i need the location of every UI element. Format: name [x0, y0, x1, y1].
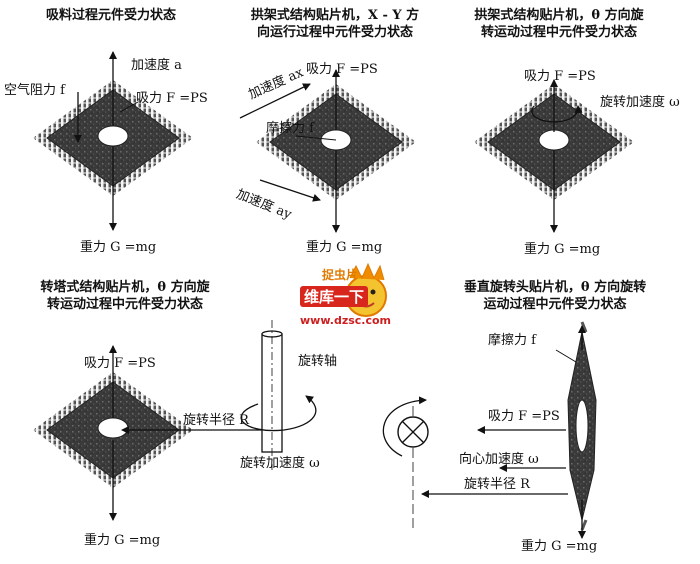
panel3-rotation-arrow	[531, 105, 583, 123]
panel4-title-line1: 转塔式结构贴片机，θ 方向旋	[40, 280, 210, 295]
watermark-brand: 维库一下	[300, 286, 369, 307]
watermark-url: www.dzsc.com	[300, 314, 392, 327]
panel5-rotation-center	[397, 416, 429, 448]
panel3-gravity-label: 重力 G =mg	[524, 242, 601, 257]
panel3-rot-accel-label: 旋转加速度 ω	[600, 95, 680, 110]
panel5-rotation-arrow	[382, 396, 427, 457]
panel1-air-resistance-label: 空气阻力 f	[4, 83, 65, 98]
panel5-title-line1: 垂直旋转头贴片机，θ 方向旋转	[463, 280, 647, 295]
panel5-suction-label: 吸力 F =PS	[488, 409, 560, 424]
panel5-radius-label: 旋转半径 R	[464, 477, 530, 492]
panel5-friction-line	[555, 349, 577, 363]
panel2-title-line1: 拱架式结构贴片机，X - Y 方	[250, 8, 420, 23]
panel2-title-line2: 向运行过程中元件受力状态	[256, 25, 413, 40]
panel5-chip-edge	[567, 321, 597, 531]
panel2-ax-arrow	[239, 83, 311, 119]
panel5-centripetal-label: 向心加速度 ω	[459, 452, 539, 467]
panel2-ay-arrow	[259, 179, 321, 202]
panel2-friction-line	[295, 135, 337, 141]
panel5-gravity-label: 重力 G =mg	[521, 539, 598, 554]
panel1-title: 吸料过程元件受力状态	[46, 8, 177, 23]
watermark-top: 捉虫片	[322, 268, 359, 282]
panel5-title-line2: 运动过程中元件受力状态	[483, 297, 627, 312]
panel4-rot-accel-label: 旋转加速度 ω	[240, 456, 320, 471]
panel1-suction-label: 吸力 F =PS	[136, 91, 208, 106]
panel1-accel-label: 加速度 a	[131, 58, 182, 73]
panel1-suction-line	[119, 101, 139, 113]
panel4-title-line2: 转运动过程中元件受力状态	[46, 297, 203, 312]
panel5-friction-label: 摩擦力 f	[488, 333, 536, 348]
panel4-radius-label: 旋转半径 R	[183, 413, 249, 428]
panel3-title-line2: 转运动过程中元件受力状态	[480, 25, 637, 40]
panel2-gravity-label: 重力 G =mg	[306, 240, 383, 255]
panel2-suction-label: 吸力 F =PS	[306, 62, 378, 77]
panel2-friction-label: 摩擦力 f	[266, 121, 314, 136]
panel4-axis-label: 旋转轴	[298, 354, 338, 369]
panel4-gravity-label: 重力 G =mg	[84, 533, 161, 548]
panel3-suction-label: 吸力 F =PS	[524, 69, 596, 84]
panel3-title-line1: 拱架式结构贴片机，θ 方向旋	[474, 8, 644, 23]
panel1-gravity-label: 重力 G =mg	[80, 240, 157, 255]
panel4-rotation-arrow	[240, 395, 317, 432]
panel4-suction-label: 吸力 F =PS	[84, 356, 156, 371]
